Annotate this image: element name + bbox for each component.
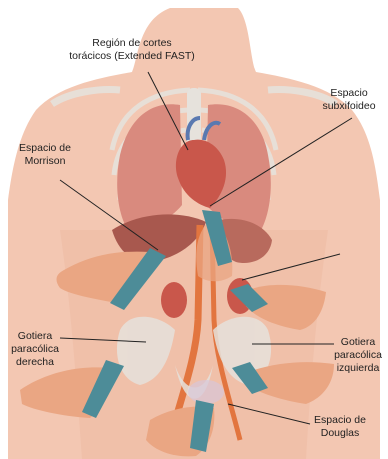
label-gotiera-derecha-line3: derecha xyxy=(4,356,66,369)
right-kidney xyxy=(161,282,187,318)
label-region-cortes-line2: torácicos (Extended FAST) xyxy=(52,50,212,63)
label-gotiera-izquierda-line1: Gotiera xyxy=(330,336,386,349)
label-gotiera-izquierda-line3: izquierda xyxy=(330,362,386,375)
bladder xyxy=(188,380,224,404)
label-region-cortes-line1: Región de cortes xyxy=(52,37,212,50)
label-morrison-line2: Morrison xyxy=(6,155,84,168)
label-espacio-subxifoideo: Espacio subxifoideo xyxy=(314,87,384,113)
label-gotiera-izquierda: Gotiera paracólica izquierda xyxy=(330,336,386,375)
label-region-cortes: Región de cortes torácicos (Extended FAS… xyxy=(52,37,212,63)
label-douglas-line2: Douglas xyxy=(304,427,376,440)
label-gotiera-derecha-line1: Gotiera xyxy=(4,330,66,343)
label-morrison-line1: Espacio de xyxy=(6,142,84,155)
label-gotiera-derecha-line2: paracólica xyxy=(4,343,66,356)
label-espacio-douglas: Espacio de Douglas xyxy=(304,414,376,440)
label-subxifoideo-line2: subxifoideo xyxy=(314,100,384,113)
label-espacio-morrison: Espacio de Morrison xyxy=(6,142,84,168)
label-douglas-line1: Espacio de xyxy=(304,414,376,427)
label-gotiera-derecha: Gotiera paracólica derecha xyxy=(4,330,66,369)
label-subxifoideo-line1: Espacio xyxy=(314,87,384,100)
label-gotiera-izquierda-line2: paracólica xyxy=(330,349,386,362)
